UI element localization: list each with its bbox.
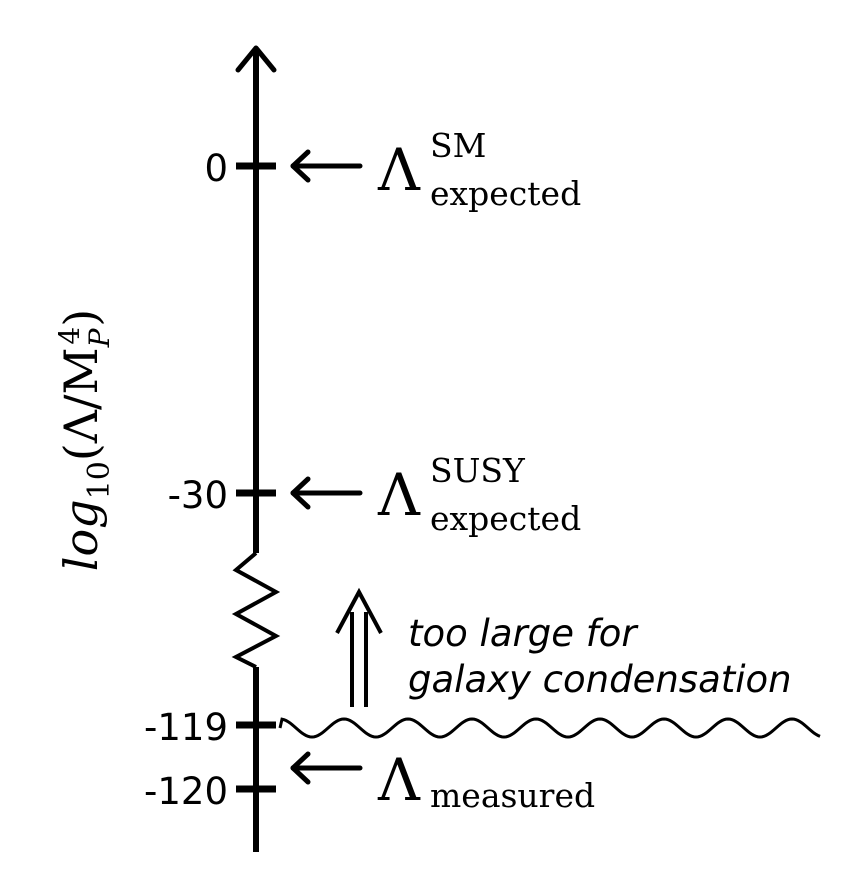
- tick-label-minus119: -119: [144, 706, 228, 749]
- y-axis-label-subscript: 10: [82, 461, 117, 499]
- axis-arrow-head: [235, 45, 277, 73]
- annotation-line-2: galaxy condensation: [408, 658, 792, 701]
- lambda-sm-subscript: expected: [430, 174, 581, 213]
- tick-label-0: 0: [204, 147, 228, 190]
- lambda-susy-subscript: expected: [430, 499, 581, 538]
- y-axis-label-m-sub: P: [83, 327, 116, 348]
- lambda-measured-label: Λ measured: [377, 746, 595, 815]
- lambda-sm-superscript: SM: [430, 126, 486, 165]
- lambda-susy-symbol: Λ: [377, 461, 421, 529]
- pointer-arrow-susy: [290, 476, 363, 510]
- wavy-boundary-line: [278, 717, 821, 739]
- lambda-susy-label: Λ SUSY expected: [377, 451, 581, 538]
- y-axis-label-open: (Λ/M: [54, 347, 108, 461]
- y-axis-label-m-sup: 4: [53, 327, 86, 345]
- lambda-susy-superscript: SUSY: [430, 451, 526, 490]
- annotation-line-1: too large for: [408, 612, 639, 655]
- lambda-sm-symbol: Λ: [377, 136, 421, 204]
- axis-break-zigzag: [231, 551, 281, 669]
- lambda-measured-subscript: measured: [430, 776, 595, 815]
- y-axis-label: log10(Λ/MP4): [53, 309, 117, 571]
- double-up-arrow: [335, 587, 383, 707]
- y-axis-label-log: log: [54, 499, 108, 571]
- lambda-sm-label: Λ SM expected: [377, 126, 581, 213]
- tick-label-minus30: -30: [168, 474, 228, 517]
- pointer-arrow-measured: [290, 751, 363, 785]
- tick-label-minus120: -120: [144, 770, 228, 813]
- pointer-arrow-sm: [290, 149, 363, 183]
- y-axis-label-close: ): [54, 309, 108, 327]
- lambda-measured-symbol: Λ: [377, 746, 421, 814]
